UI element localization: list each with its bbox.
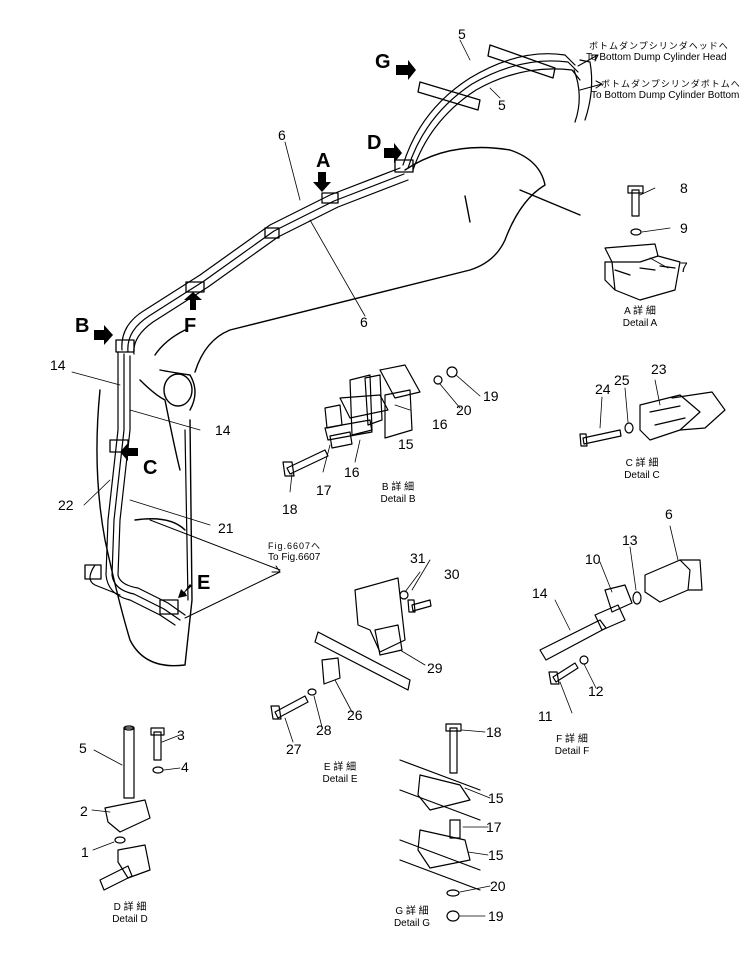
part-number-14: 14 — [532, 585, 548, 601]
fig-ref-jp: Fig.6607へ — [268, 541, 322, 551]
fig-ref-en: To Fig.6607 — [268, 552, 321, 563]
part-number-11: 11 — [538, 708, 553, 724]
part-number-18: 18 — [486, 724, 502, 740]
view-letter-g: G — [375, 51, 391, 73]
detail-g-en: Detail G — [393, 918, 431, 929]
part-number-17: 17 — [486, 819, 502, 835]
part-number-20: 20 — [490, 878, 506, 894]
dest-head-en: To Bottom Dump Cylinder Head — [586, 52, 727, 63]
part-number-13: 13 — [622, 532, 638, 548]
part-number-3: 3 — [177, 727, 185, 743]
part-number-25: 25 — [614, 372, 630, 388]
part-number-16: 16 — [344, 464, 360, 480]
part-number-19: 19 — [488, 908, 504, 924]
detail-c-jp: C 詳 細 — [625, 458, 659, 469]
view-letter-f: F — [184, 315, 197, 337]
dest-bottom-jp: ボトムダンプシリンダボトムへ — [601, 79, 741, 89]
detail-c-en: Detail C — [624, 470, 660, 481]
part-number-24: 24 — [595, 381, 611, 397]
dest-arrows — [577, 54, 603, 91]
part-number-15: 15 — [488, 847, 504, 863]
part-number-26: 26 — [347, 707, 363, 723]
detail-d-jp: D 詳 細 — [113, 902, 147, 913]
view-letter-a: A — [316, 150, 331, 172]
part-number-10: 10 — [585, 551, 601, 567]
view-letter-b: B — [75, 315, 90, 337]
detail-d-en: Detail D — [112, 914, 148, 925]
part-number-31: 31 — [410, 550, 426, 566]
detail-e-jp: E 詳 細 — [323, 762, 357, 773]
part-number-4: 4 — [181, 759, 189, 775]
part-number-23: 23 — [651, 361, 667, 377]
clamp-marks — [84, 44, 556, 615]
detail-f-en: Detail F — [554, 746, 590, 757]
part-number-30: 30 — [444, 566, 460, 582]
part-number-27: 27 — [286, 741, 302, 757]
detail-a-en: Detail A — [622, 318, 658, 329]
dest-head-jp: ボトムダンプシリンダヘッドへ — [589, 41, 729, 51]
part-number-2: 2 — [80, 803, 88, 819]
detail-e-en: Detail E — [322, 774, 358, 785]
part-number-9: 9 — [680, 220, 688, 236]
detail-f-jp: F 詳 細 — [556, 734, 588, 745]
detail-g-jp: G 詳 細 — [395, 906, 429, 917]
part-number-14: 14 — [215, 422, 231, 438]
part-number-21: 21 — [218, 520, 234, 536]
detail-b-en: Detail B — [380, 494, 416, 505]
part-number-5: 5 — [498, 97, 506, 113]
part-number-17: 17 — [316, 482, 332, 498]
view-letter-e: E — [197, 572, 211, 594]
part-number-12: 12 — [588, 683, 604, 699]
part-number-6: 6 — [665, 506, 673, 522]
part-number-29: 29 — [427, 660, 443, 676]
part-number-6: 6 — [278, 127, 286, 143]
detail-a-parts — [604, 185, 681, 301]
detail-a-jp: A 詳 細 — [624, 306, 656, 317]
part-number-15: 15 — [398, 436, 414, 452]
part-number-15: 15 — [488, 790, 504, 806]
part-number-20: 20 — [456, 402, 472, 418]
detail-c-parts — [579, 391, 726, 447]
detail-b-parts — [282, 364, 458, 477]
detail-d-parts — [99, 725, 165, 891]
part-number-19: 19 — [483, 388, 499, 404]
leader-lines — [71, 39, 679, 917]
part-number-5: 5 — [458, 26, 466, 42]
part-number-22: 22 — [58, 497, 74, 513]
part-number-5: 5 — [79, 740, 87, 756]
part-number-16: 16 — [432, 416, 448, 432]
hose-bundle — [89, 53, 593, 626]
view-letter-d: D — [367, 132, 382, 154]
part-number-8: 8 — [680, 180, 688, 196]
detail-f-parts — [539, 559, 703, 685]
part-number-1: 1 — [81, 844, 89, 860]
detail-b-jp: B 詳 細 — [381, 482, 415, 493]
part-number-18: 18 — [282, 501, 298, 517]
view-letter-c: C — [143, 457, 158, 479]
part-number-14: 14 — [50, 357, 66, 373]
detail-e-parts — [270, 577, 432, 720]
detail-g-parts — [399, 723, 481, 922]
view-arrows — [94, 60, 416, 598]
part-number-28: 28 — [316, 722, 332, 738]
boom-outline — [96, 146, 581, 667]
part-number-6: 6 — [360, 314, 368, 330]
fig-leader — [149, 519, 281, 619]
dest-bottom-en: To Bottom Dump Cylinder Bottom — [591, 90, 740, 101]
part-number-7: 7 — [680, 259, 688, 275]
